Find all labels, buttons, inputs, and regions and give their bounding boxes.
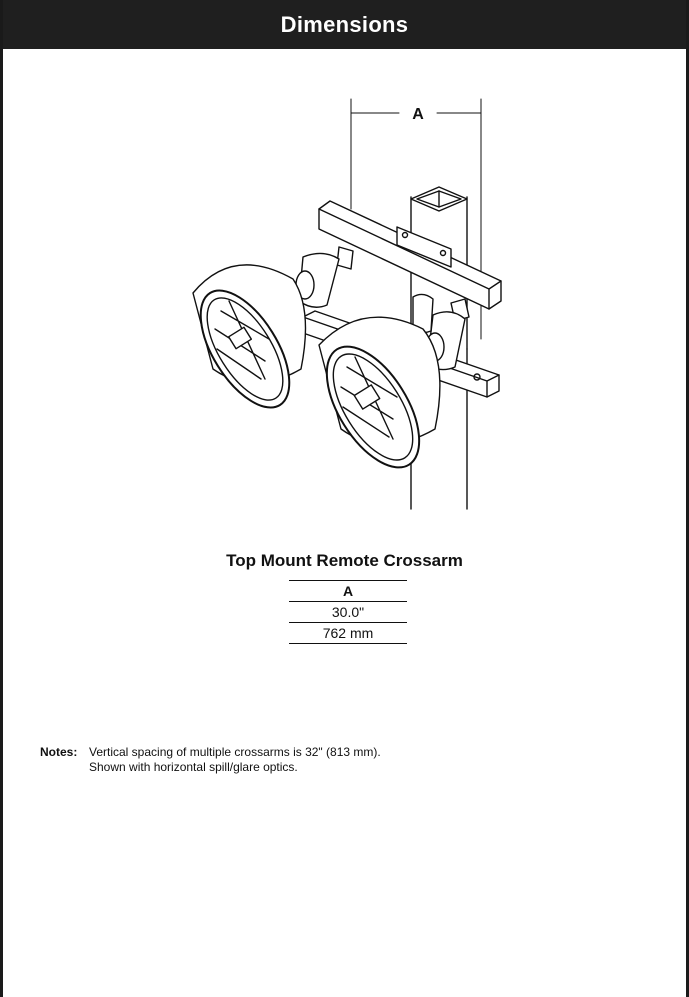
product-title: Top Mount Remote Crossarm bbox=[226, 551, 463, 570]
dimension-label: A bbox=[412, 106, 424, 123]
dimension-table: A 30.0" 762 mm bbox=[289, 580, 407, 644]
dimension-header: A bbox=[289, 580, 407, 602]
note-line: Vertical spacing of multiple crossarms i… bbox=[89, 745, 381, 759]
fixture-drawing: A bbox=[192, 98, 502, 510]
notes: Notes: Vertical spacing of multiple cross… bbox=[40, 745, 381, 775]
dimension-value-mm: 762 mm bbox=[289, 622, 407, 644]
note-line: Shown with horizontal spill/glare optics… bbox=[89, 760, 298, 774]
dimension-value-in: 30.0" bbox=[289, 601, 407, 623]
section-header: Dimensions bbox=[3, 0, 686, 49]
notes-label: Notes: bbox=[40, 745, 78, 759]
